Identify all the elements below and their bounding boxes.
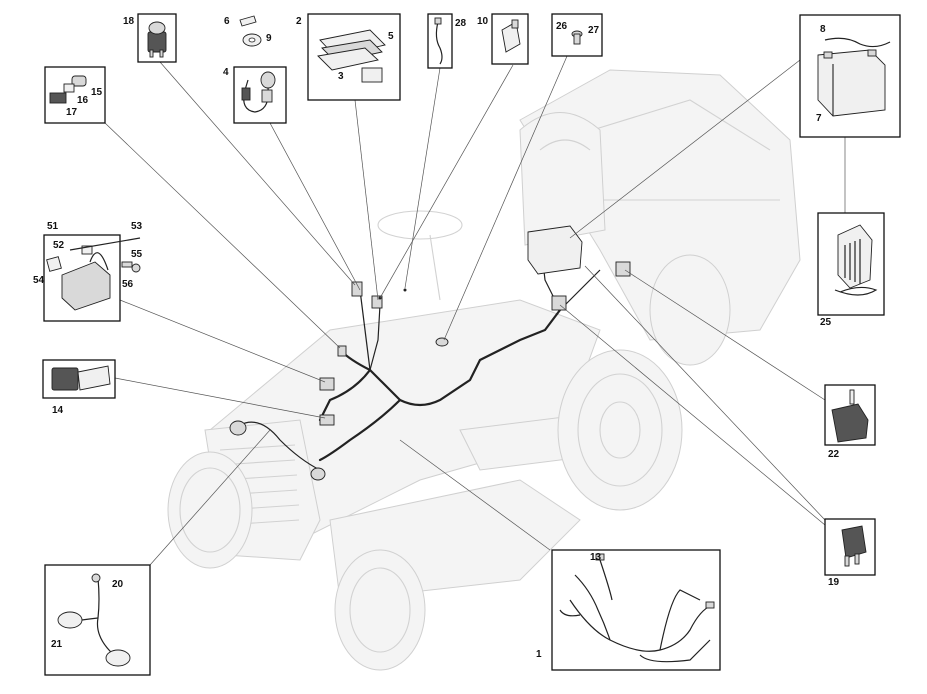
detail-box-battery <box>799 14 901 138</box>
steering-wheel-ghost <box>377 210 463 240</box>
detail-box-charger <box>817 212 885 316</box>
callout-16: 16 <box>77 95 89 106</box>
callout-2: 2 <box>296 16 302 27</box>
callout-52: 52 <box>53 240 65 251</box>
detail-box-screw <box>551 13 603 57</box>
callout-27: 27 <box>588 25 600 36</box>
callout-1: 1 <box>536 649 542 660</box>
callout-56: 56 <box>122 279 134 290</box>
connector-fuse <box>371 295 383 309</box>
callout-26: 26 <box>556 21 568 32</box>
seat-ghost <box>519 112 606 246</box>
detail-box-relay <box>42 359 116 399</box>
detail-box-switch-19 <box>824 518 876 576</box>
callout-13: 13 <box>590 552 602 563</box>
detail-box-headlights <box>44 564 151 676</box>
callout-53: 53 <box>131 221 143 232</box>
headlight-right <box>310 467 326 481</box>
detail-box-switch-22 <box>824 384 876 446</box>
callout-22: 22 <box>828 449 840 460</box>
headlight-left <box>229 420 247 436</box>
connector-plug <box>337 345 347 357</box>
callout-17: 17 <box>66 107 78 118</box>
callout-51: 51 <box>47 221 59 232</box>
callout-18: 18 <box>123 16 135 27</box>
leader-lines <box>104 39 846 566</box>
tractor-ghost <box>167 69 801 671</box>
callout-25: 25 <box>820 317 832 328</box>
callout-19: 19 <box>828 577 840 588</box>
callout-10: 10 <box>477 16 489 27</box>
callout-5: 5 <box>388 31 394 42</box>
front-left-wheel-ghost <box>167 451 253 569</box>
callout-6: 6 <box>224 16 230 27</box>
detail-box-connectors <box>44 66 106 124</box>
wiring-harness <box>229 225 631 481</box>
callout-9: 9 <box>266 33 272 44</box>
battery-installed <box>527 225 583 275</box>
detail-box-main-harness <box>551 549 721 671</box>
connector-solenoid <box>319 377 335 391</box>
callout-3: 3 <box>338 71 344 82</box>
connector-relay <box>319 414 335 426</box>
callout-7: 7 <box>816 113 822 124</box>
callout-54: 54 <box>33 275 45 286</box>
connector-key <box>351 281 363 297</box>
callout-14: 14 <box>52 405 64 416</box>
connector-ground <box>435 337 449 347</box>
detail-box-ignition-switch <box>137 13 177 63</box>
callout-15: 15 <box>91 87 103 98</box>
detail-box-fuse <box>491 13 529 65</box>
switch-installed <box>551 295 567 311</box>
callout-28: 28 <box>455 18 467 29</box>
connector-rear <box>615 261 631 277</box>
detail-box-wire <box>427 13 453 69</box>
callout-55: 55 <box>131 249 143 260</box>
detail-box-solenoid <box>43 234 141 322</box>
front-right-wheel-ghost <box>334 549 426 671</box>
detail-box-key-cable <box>233 15 287 124</box>
callout-4: 4 <box>223 67 229 78</box>
callout-20: 20 <box>112 579 124 590</box>
rear-right-wheel-ghost <box>557 349 683 511</box>
callout-21: 21 <box>51 639 63 650</box>
callout-8: 8 <box>820 24 826 35</box>
detail-box-fuse-box <box>307 13 401 101</box>
